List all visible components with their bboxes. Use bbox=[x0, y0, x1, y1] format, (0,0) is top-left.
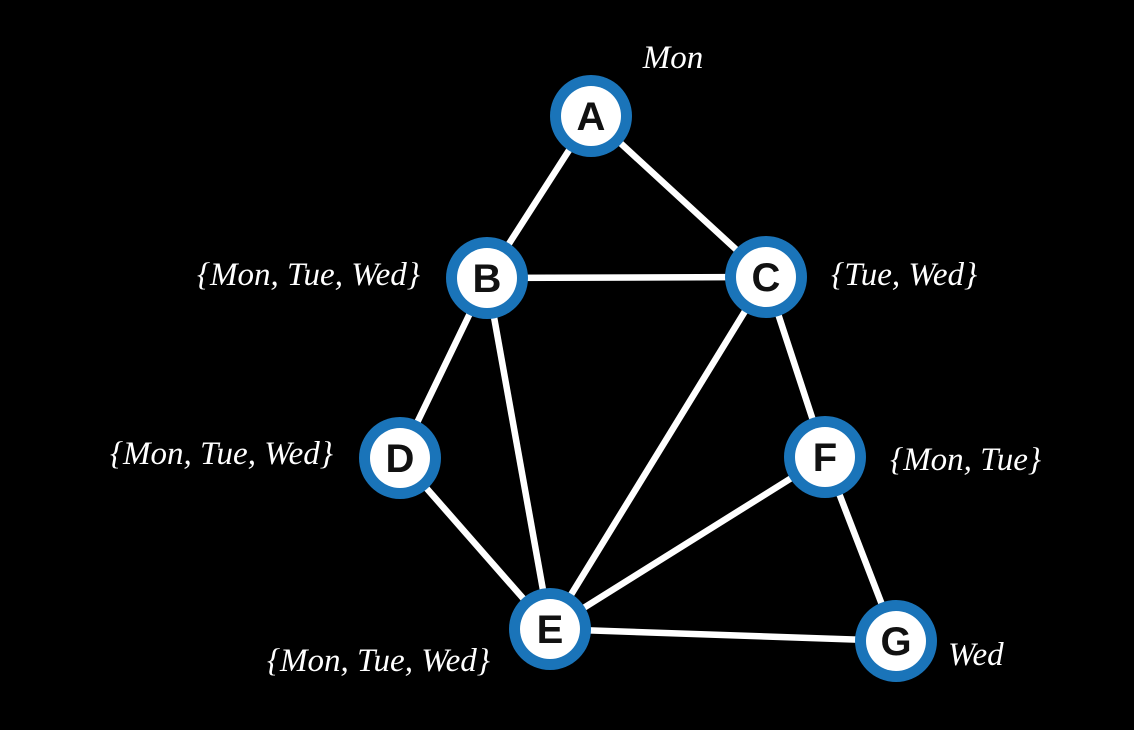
node-C-letter: C bbox=[752, 256, 781, 300]
edge-E-G bbox=[549, 625, 897, 645]
node-G-face bbox=[866, 611, 926, 671]
node-C: C bbox=[725, 236, 807, 318]
edge-E-F bbox=[548, 454, 827, 632]
node-D-face bbox=[370, 428, 430, 488]
node-A-domain-label: Mon bbox=[642, 40, 704, 76]
node-C-face bbox=[736, 247, 796, 307]
edges-layer bbox=[397, 113, 900, 645]
node-E-face bbox=[520, 599, 580, 659]
node-C-domain-label: {Tue, Wed} bbox=[831, 257, 977, 293]
node-F-domain-label: {Mon, Tue} bbox=[890, 442, 1041, 478]
domain-labels-layer: Mon {Mon, Tue, Wed} {Tue, Wed} {Mon, Tue, W… bbox=[110, 40, 1041, 679]
node-B: B bbox=[446, 237, 528, 319]
node-E-letter: E bbox=[537, 608, 564, 652]
node-F: F bbox=[784, 416, 866, 498]
nodes-layer: A B C D E F G bbox=[359, 75, 937, 682]
node-G: G bbox=[855, 600, 937, 682]
node-G-letter: G bbox=[880, 620, 911, 664]
node-A-face bbox=[561, 86, 621, 146]
node-A: A bbox=[550, 75, 632, 157]
node-D-letter: D bbox=[386, 437, 415, 481]
node-D: D bbox=[359, 417, 441, 499]
node-D-domain-label: {Mon, Tue, Wed} bbox=[110, 436, 333, 472]
node-E-domain-label: {Mon, Tue, Wed} bbox=[267, 643, 490, 679]
node-F-letter: F bbox=[813, 436, 837, 480]
node-E: E bbox=[509, 588, 591, 670]
edge-B-C bbox=[486, 273, 767, 282]
node-B-face bbox=[457, 248, 517, 308]
edge-C-E bbox=[547, 275, 769, 631]
node-G-domain-label: Wed bbox=[948, 637, 1004, 673]
node-B-domain-label: {Mon, Tue, Wed} bbox=[197, 257, 420, 293]
node-F-face bbox=[795, 427, 855, 487]
node-B-letter: B bbox=[473, 257, 502, 301]
edge-B-E bbox=[483, 277, 554, 630]
node-A-letter: A bbox=[577, 95, 606, 139]
